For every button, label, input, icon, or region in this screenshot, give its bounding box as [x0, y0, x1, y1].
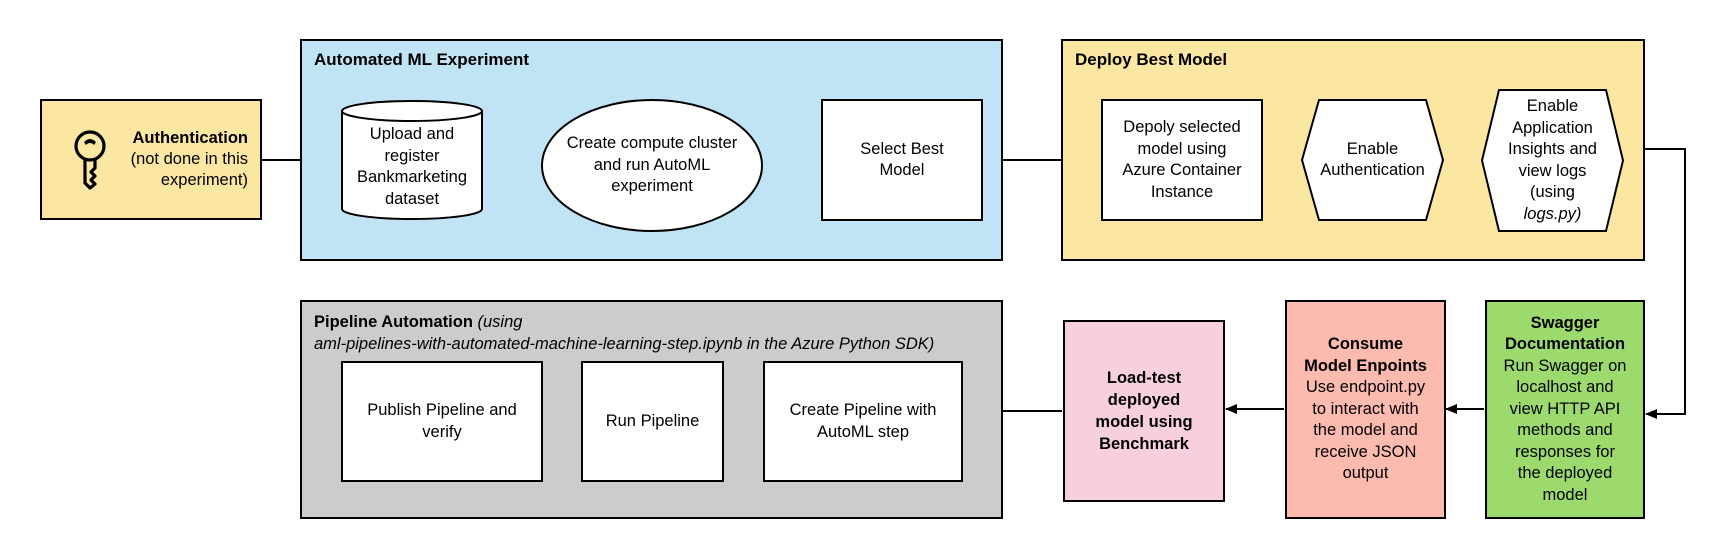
swagger-body-7: model — [1542, 485, 1588, 504]
key-icon — [74, 129, 106, 190]
insights-line-1: Enable — [1526, 97, 1579, 115]
select-line-2: Model — [879, 161, 925, 179]
select-best-model-box: Select Best Model — [821, 99, 983, 221]
swagger-body-6: the deployed — [1517, 464, 1613, 483]
insights-line-2: Application — [1512, 118, 1593, 137]
compute-line-1: Create compute cluster — [566, 134, 738, 153]
publish-pipeline-box: Publish Pipeline and verify — [341, 361, 543, 482]
pipeline-subtitle-part1: (using — [477, 313, 523, 331]
arrow-insights-to-swagger — [1623, 148, 1686, 419]
create-line-2: AutoML step — [816, 422, 910, 441]
enable-auth-line-2: Authentication — [1320, 161, 1425, 179]
swagger-title-1: Swagger — [1530, 313, 1600, 332]
loadtest-line-2: deployed — [1107, 391, 1181, 409]
insights-line-5: (using — [1530, 183, 1575, 201]
aci-line-1: Depoly selected — [1123, 118, 1241, 136]
run-line-1: Run Pipeline — [605, 411, 700, 430]
authentication-note-line1: (not done in this — [130, 150, 248, 168]
insights-line-4: view logs — [1518, 161, 1587, 180]
deploy-group-title: Deploy Best Model — [1075, 50, 1228, 69]
swagger-body-3: view HTTP API — [1509, 399, 1621, 418]
pipeline-group-title: Pipeline Automation — [314, 313, 473, 331]
upload-line-3: Bankmarketing — [356, 168, 468, 186]
loadtest-line-1: Load-test — [1106, 369, 1182, 387]
publish-line-1: Publish Pipeline and — [367, 401, 517, 419]
swagger-body-2: localhost and — [1516, 378, 1614, 397]
pipeline-group-heading: Pipeline Automation (using aml-pipelines… — [314, 312, 934, 355]
pipeline-subtitle-part2: aml-pipelines-with-automated-machine-lea… — [314, 334, 935, 353]
app-insights-hexagon: Enable Application Insights and view log… — [1481, 89, 1624, 232]
swagger-box: Swagger Documentation Run Swagger on loc… — [1485, 300, 1645, 519]
enable-auth-line-1: Enable — [1346, 139, 1399, 158]
load-test-box: Load-test deployed model using Benchmark — [1063, 320, 1225, 502]
loadtest-line-4: Benchmark — [1099, 435, 1189, 453]
consume-body-3: the model and — [1313, 421, 1418, 440]
aci-line-3: Azure Container — [1122, 161, 1242, 179]
upload-line-1: Upload and — [369, 125, 455, 143]
swagger-body-5: responses for — [1515, 442, 1615, 461]
consume-endpoints-box: Consume Model Enpoints Use endpoint.py t… — [1285, 300, 1446, 519]
insights-line-6: logs.py) — [1523, 204, 1582, 223]
deploy-aci-box: Depoly selected model using Azure Contai… — [1101, 99, 1263, 221]
consume-body-4: receive JSON — [1314, 442, 1417, 461]
upload-line-2: register — [384, 146, 440, 165]
enable-authentication-hexagon: Enable Authentication — [1301, 99, 1444, 221]
consume-title-2: Model Enpoints — [1304, 356, 1427, 375]
aci-line-4: Instance — [1150, 182, 1214, 201]
swagger-body-4: methods and — [1517, 421, 1613, 440]
authentication-title: Authentication — [132, 129, 249, 147]
compute-line-3: experiment — [611, 177, 693, 196]
aci-line-2: model using — [1137, 139, 1227, 158]
insights-line-3: Insights and — [1508, 140, 1597, 158]
create-pipeline-box: Create Pipeline with AutoML step — [763, 361, 963, 482]
automl-group-title: Automated ML Experiment — [314, 50, 530, 69]
compute-cluster-ellipse: Create compute cluster and run AutoML ex… — [541, 99, 763, 232]
authentication-box: Authentication (not done in this experim… — [40, 99, 262, 220]
consume-body-1: Use endpoint.py — [1305, 378, 1426, 397]
select-line-1: Select Best — [860, 139, 944, 158]
upload-dataset-cylinder: Upload and register Bankmarketing datase… — [340, 99, 484, 221]
consume-body-2: to interact with — [1312, 399, 1419, 418]
consume-body-5: output — [1342, 464, 1389, 483]
publish-line-2: verify — [422, 422, 462, 441]
authentication-note-line2: experiment) — [160, 171, 248, 189]
create-line-1: Create Pipeline with — [789, 401, 937, 419]
upload-line-4: dataset — [384, 189, 440, 208]
compute-line-2: and run AutoML — [593, 155, 711, 174]
swagger-title-2: Documentation — [1504, 335, 1626, 354]
loadtest-line-3: model using — [1095, 413, 1193, 431]
swagger-body-1: Run Swagger on — [1503, 356, 1627, 375]
consume-title-1: Consume — [1327, 335, 1404, 354]
run-pipeline-box: Run Pipeline — [581, 361, 724, 482]
